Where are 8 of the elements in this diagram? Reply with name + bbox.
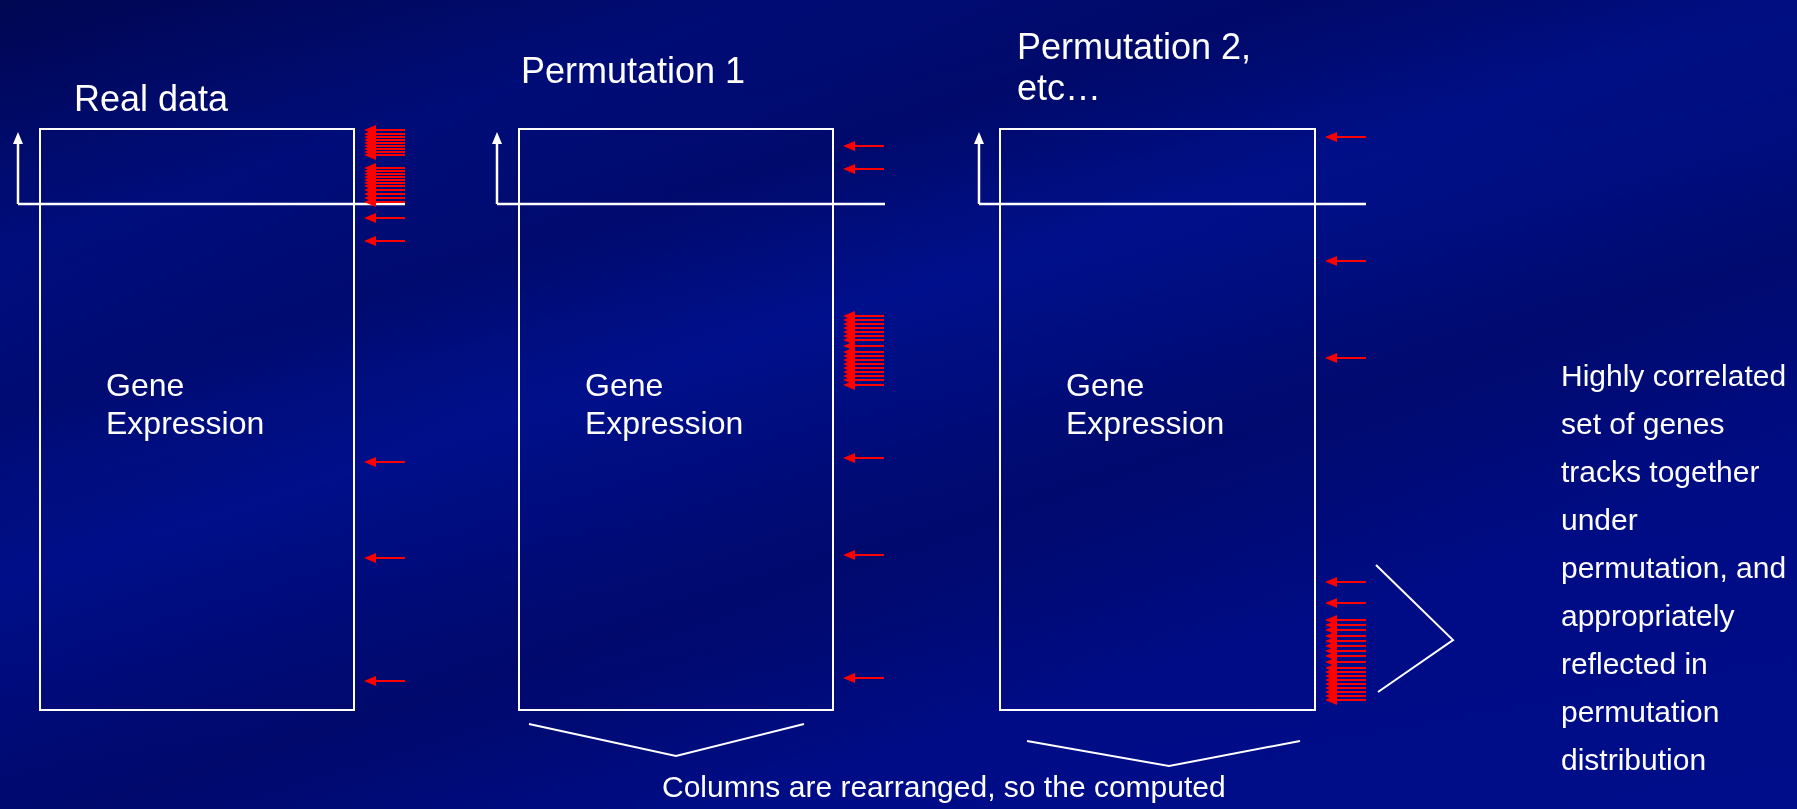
panel-title: Permutation 2, etc… bbox=[1017, 26, 1253, 109]
panel-title: Real data bbox=[74, 78, 230, 120]
annotation-text: Columns are rearranged, so the computed bbox=[662, 772, 1227, 802]
box-label: Gene Expression bbox=[1066, 366, 1226, 443]
annotation-text: Highly correlated set of genes tracks together under permutation, and appropriately reflected in permutation distribution bbox=[1561, 358, 1788, 778]
box-label: Gene Expression bbox=[585, 366, 745, 443]
panel-title: Permutation 1 bbox=[521, 50, 747, 92]
box-label: Gene Expression bbox=[106, 366, 266, 443]
